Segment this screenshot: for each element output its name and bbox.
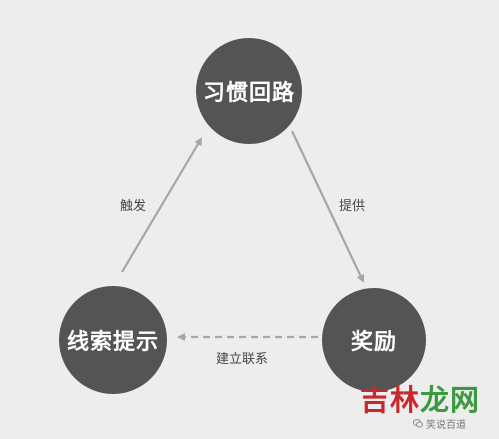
watermark-sub-text: 笑说百道 [426, 420, 466, 431]
arrow-cue-to-routine [121, 137, 203, 273]
node-routine-label: 习惯回路 [202, 81, 295, 106]
wechat-icon [412, 419, 423, 428]
arrow-routine-to-reward [291, 130, 365, 283]
edge-label-connect: 建立联系 [216, 352, 269, 367]
watermark-brand: 吉林龙网 [360, 386, 480, 415]
watermark-brand-part2: 龙网 [420, 383, 481, 417]
watermark-brand-part1: 吉林 [360, 383, 421, 417]
node-reward: 奖励 [322, 288, 426, 392]
edge-label-provide: 提供 [339, 199, 366, 214]
node-reward-label: 奖励 [350, 330, 397, 355]
node-cue: 线索提示 [59, 286, 167, 394]
node-cue-label: 线索提示 [66, 330, 159, 355]
watermark-sub: 笑说百道 [412, 416, 466, 431]
node-routine: 习惯回路 [196, 38, 302, 144]
edge-label-trigger: 触发 [120, 199, 147, 214]
